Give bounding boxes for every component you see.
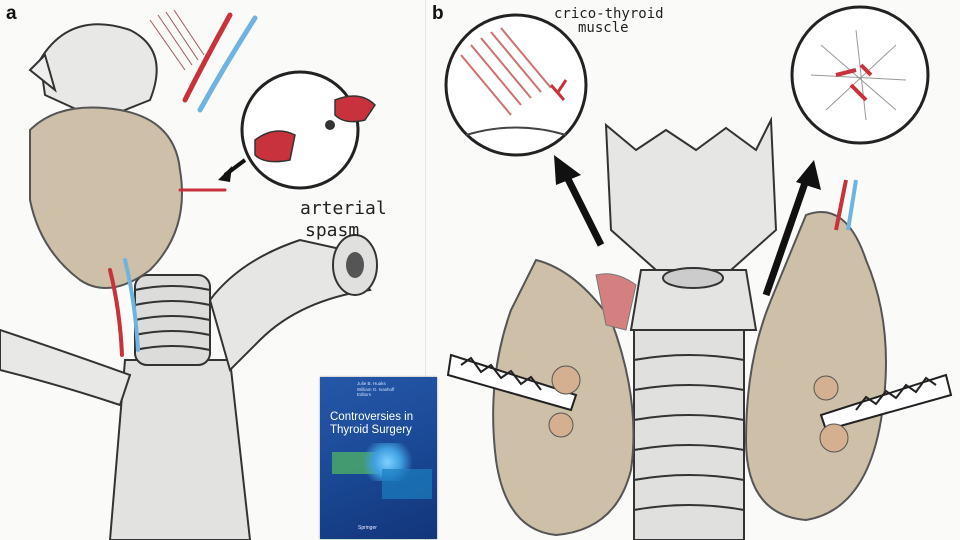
- book-title: Controversies in Thyroid Surgery: [330, 411, 414, 436]
- trachea-b: [633, 329, 745, 540]
- magnifier-right: [790, 5, 930, 145]
- right-vein: [846, 179, 858, 231]
- book-cover: Julie B. Huaks William G. Ivashoff Edito…: [320, 377, 437, 539]
- arrow-head-icon: [218, 166, 232, 182]
- book-author-1: Julie B. Huaks: [357, 381, 386, 386]
- panel-a-drawing: arterial spasm: [0, 9, 387, 540]
- parathyroid-left-upper: [551, 365, 581, 395]
- label-spasm: spasm: [305, 220, 359, 241]
- book-publisher: Springer: [358, 525, 377, 531]
- tube-lumen: [346, 252, 364, 278]
- magnified-fibers: [810, 29, 907, 121]
- magnified-muscle: [460, 27, 552, 116]
- magnified-edge: [465, 126, 567, 136]
- panel-a-letter: a: [6, 3, 17, 24]
- label-arterial: arterial: [300, 198, 387, 219]
- right-artery: [834, 179, 848, 231]
- magnified-clipped-vessel: [835, 63, 873, 102]
- left-bone: [0, 328, 132, 407]
- cricoid-ring: [662, 267, 724, 289]
- parathyroid-left-lower: [548, 412, 574, 438]
- trachea-rings: [134, 274, 211, 366]
- thyroid-cartilage: [604, 116, 778, 271]
- book-authors: Julie B. Huaks William G. Ivashoff Edito…: [357, 381, 394, 398]
- artery-cut-left: [254, 130, 296, 163]
- book-editors-label: Editors: [357, 392, 372, 397]
- parathyroid-right-upper: [813, 375, 839, 401]
- vessels: [108, 12, 258, 357]
- forceps-left: [446, 353, 578, 412]
- panel-b-illustration: b: [426, 0, 960, 540]
- cartilage-horn: [28, 53, 57, 93]
- label-crico-thyroid: crico-thyroid: [554, 6, 664, 22]
- panel-a-illustration: a: [0, 0, 426, 540]
- right-tube: [208, 238, 372, 372]
- right-thyroid-lobe: [744, 211, 887, 522]
- muscle-fibers: [149, 9, 205, 71]
- book-author-2: William G. Ivashoff: [357, 386, 395, 392]
- artery-cut-right: [334, 95, 376, 123]
- thyroid-lobe: [29, 106, 183, 289]
- arrow-right-icon: [762, 160, 821, 297]
- trachea-lower: [108, 359, 252, 540]
- magnifier-left: [444, 13, 588, 157]
- larynx-top: [38, 23, 158, 122]
- cover-blue-block: [382, 469, 432, 499]
- panel-b-letter: b: [432, 3, 444, 24]
- label-muscle: muscle: [578, 20, 629, 36]
- magnified-vessel: [549, 79, 568, 101]
- crico-thyroid-muscle: [595, 273, 637, 331]
- panel-b-drawing: crico-thyroid muscle: [444, 5, 953, 540]
- magnifier-circle: [240, 70, 360, 190]
- arrow-left-icon: [554, 155, 605, 247]
- parathyroid-right-lower: [819, 423, 849, 453]
- clip-dot: [325, 120, 335, 130]
